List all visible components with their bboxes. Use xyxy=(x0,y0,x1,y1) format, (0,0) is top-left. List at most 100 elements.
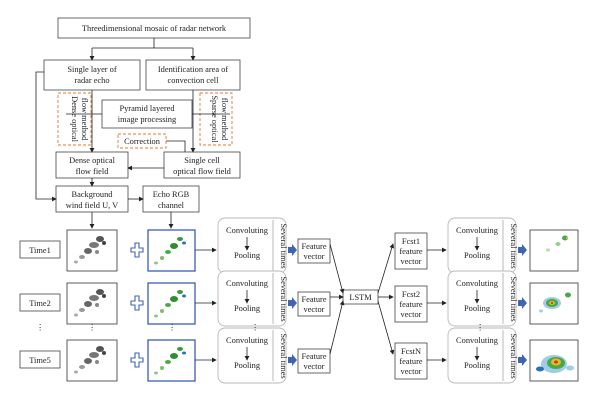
gray-echo-blob xyxy=(74,260,78,264)
green-echo-blob xyxy=(154,371,158,375)
conv-pool-block xyxy=(217,327,287,384)
convoluting-label: Convoluting xyxy=(456,336,499,345)
connector xyxy=(35,71,57,202)
blue-arrow xyxy=(288,297,297,309)
flowchart: Threedimensional mosaic of radar network… xyxy=(35,17,251,229)
forecast-vector-label: vector xyxy=(401,310,422,319)
gray-echo-blob xyxy=(95,250,99,254)
single-cell-label-2: optical flow field xyxy=(173,167,231,176)
green-echo-blob xyxy=(165,303,171,307)
ellipsis: ⋮ xyxy=(168,323,176,332)
forecast-vector-label: Fcst1 xyxy=(402,237,420,246)
lstm-label: LSTM xyxy=(349,293,372,302)
connector xyxy=(377,243,395,294)
feature-vector-box xyxy=(297,291,331,317)
time-box xyxy=(19,240,61,259)
conv-pool-block xyxy=(447,270,517,327)
green-echo-blob xyxy=(182,294,186,298)
gray-echo-blob xyxy=(89,352,99,358)
forecast-echo-blob xyxy=(546,248,550,252)
several-times-label: Several times xyxy=(509,333,518,378)
forecast-vector-label: feature xyxy=(399,300,423,309)
forecast-vector-label: feature xyxy=(399,247,423,256)
gray-echo-blob xyxy=(84,248,92,254)
plus-icon xyxy=(130,352,144,368)
pooling-label: Pooling xyxy=(234,361,261,370)
feature-vector-label: Feature xyxy=(301,295,326,304)
gray-echo-blob xyxy=(96,346,104,352)
gray-echo-blob xyxy=(84,301,92,307)
single-layer-box xyxy=(43,59,141,91)
feature-vector-label: vector xyxy=(304,362,325,371)
several-times-label: Several times xyxy=(279,276,288,321)
radar-image-rgb xyxy=(147,282,196,325)
ellipsis: ⋮ xyxy=(36,323,44,332)
forecast-vector-box xyxy=(394,342,428,380)
pooling-label: Pooling xyxy=(234,304,261,313)
gray-echo-blob xyxy=(89,242,99,248)
gray-echo-blob xyxy=(74,370,78,374)
blue-arrow xyxy=(288,244,297,256)
gray-echo-blob xyxy=(96,236,104,242)
convoluting-label: Convoluting xyxy=(226,336,269,345)
pyramid-box xyxy=(101,99,193,129)
forecast-echo-blob xyxy=(539,309,543,313)
echo-rgb-label-2: channel xyxy=(158,201,185,210)
single-layer-label-1: Single layer of xyxy=(67,65,117,74)
blue-arrow xyxy=(518,354,527,366)
green-echo-blob xyxy=(177,290,183,294)
ellipsis: ⋮ xyxy=(88,323,96,332)
dense-field-label-2: flow field xyxy=(76,167,110,176)
radar-image-rgb xyxy=(147,229,196,272)
green-echo-blob xyxy=(154,314,158,318)
connector xyxy=(329,243,345,294)
feature-vector-label: vector xyxy=(304,252,325,261)
time-box xyxy=(19,350,61,369)
several-times-label: Several times xyxy=(509,276,518,321)
several-times-label: Several times xyxy=(279,223,288,268)
gray-echo-blob xyxy=(79,255,85,259)
time-label: Time1 xyxy=(29,246,51,255)
plus-icon xyxy=(130,242,144,258)
sparse-method-label-2: flow method xyxy=(220,98,229,141)
forecast-vector-label: vector xyxy=(401,367,422,376)
echo-rgb-label-1: Echo RGB xyxy=(153,190,190,199)
correction-label: Correction xyxy=(124,137,161,146)
plus-icon xyxy=(130,295,144,311)
blue-arrow xyxy=(518,297,527,309)
forecast-echo-blob xyxy=(566,365,574,371)
gray-echo-blob xyxy=(102,241,106,245)
several-times-label: Several times xyxy=(279,333,288,378)
gray-echo-blob xyxy=(79,308,85,312)
connector xyxy=(329,300,345,355)
forecast-echo-blob xyxy=(554,360,558,364)
green-echo-blob xyxy=(182,241,186,245)
convoluting-label: Convoluting xyxy=(226,279,269,288)
pooling-label: Pooling xyxy=(464,361,491,370)
radar-image-gray xyxy=(66,229,118,272)
ellipsis: ⋮ xyxy=(476,323,484,332)
forecast-echo-blob xyxy=(565,237,569,239)
gray-echo-blob xyxy=(95,360,99,364)
pyramid-label-1: Pyramid layered xyxy=(119,104,175,113)
forecast-echo-blob xyxy=(550,302,554,304)
conv-pool-block xyxy=(447,327,517,384)
forecast-vector-box xyxy=(394,285,428,323)
echo-rgb-box xyxy=(142,185,200,213)
blue-arrow xyxy=(518,244,527,256)
dense-method-label-1: Dense optical xyxy=(70,96,79,142)
radar-image-gray xyxy=(66,339,118,382)
feature-vector-label: Feature xyxy=(301,242,326,251)
green-echo-blob xyxy=(160,309,164,313)
connector xyxy=(166,140,186,152)
conv-pool-block xyxy=(217,270,287,327)
time-label: Time5 xyxy=(29,356,51,365)
feature-vector-box xyxy=(297,348,331,374)
forecast-output-image xyxy=(529,229,579,272)
gray-echo-blob xyxy=(89,295,99,301)
green-echo-blob xyxy=(165,360,171,364)
forecast-echo-blob xyxy=(562,235,568,241)
green-echo-blob xyxy=(182,351,186,355)
